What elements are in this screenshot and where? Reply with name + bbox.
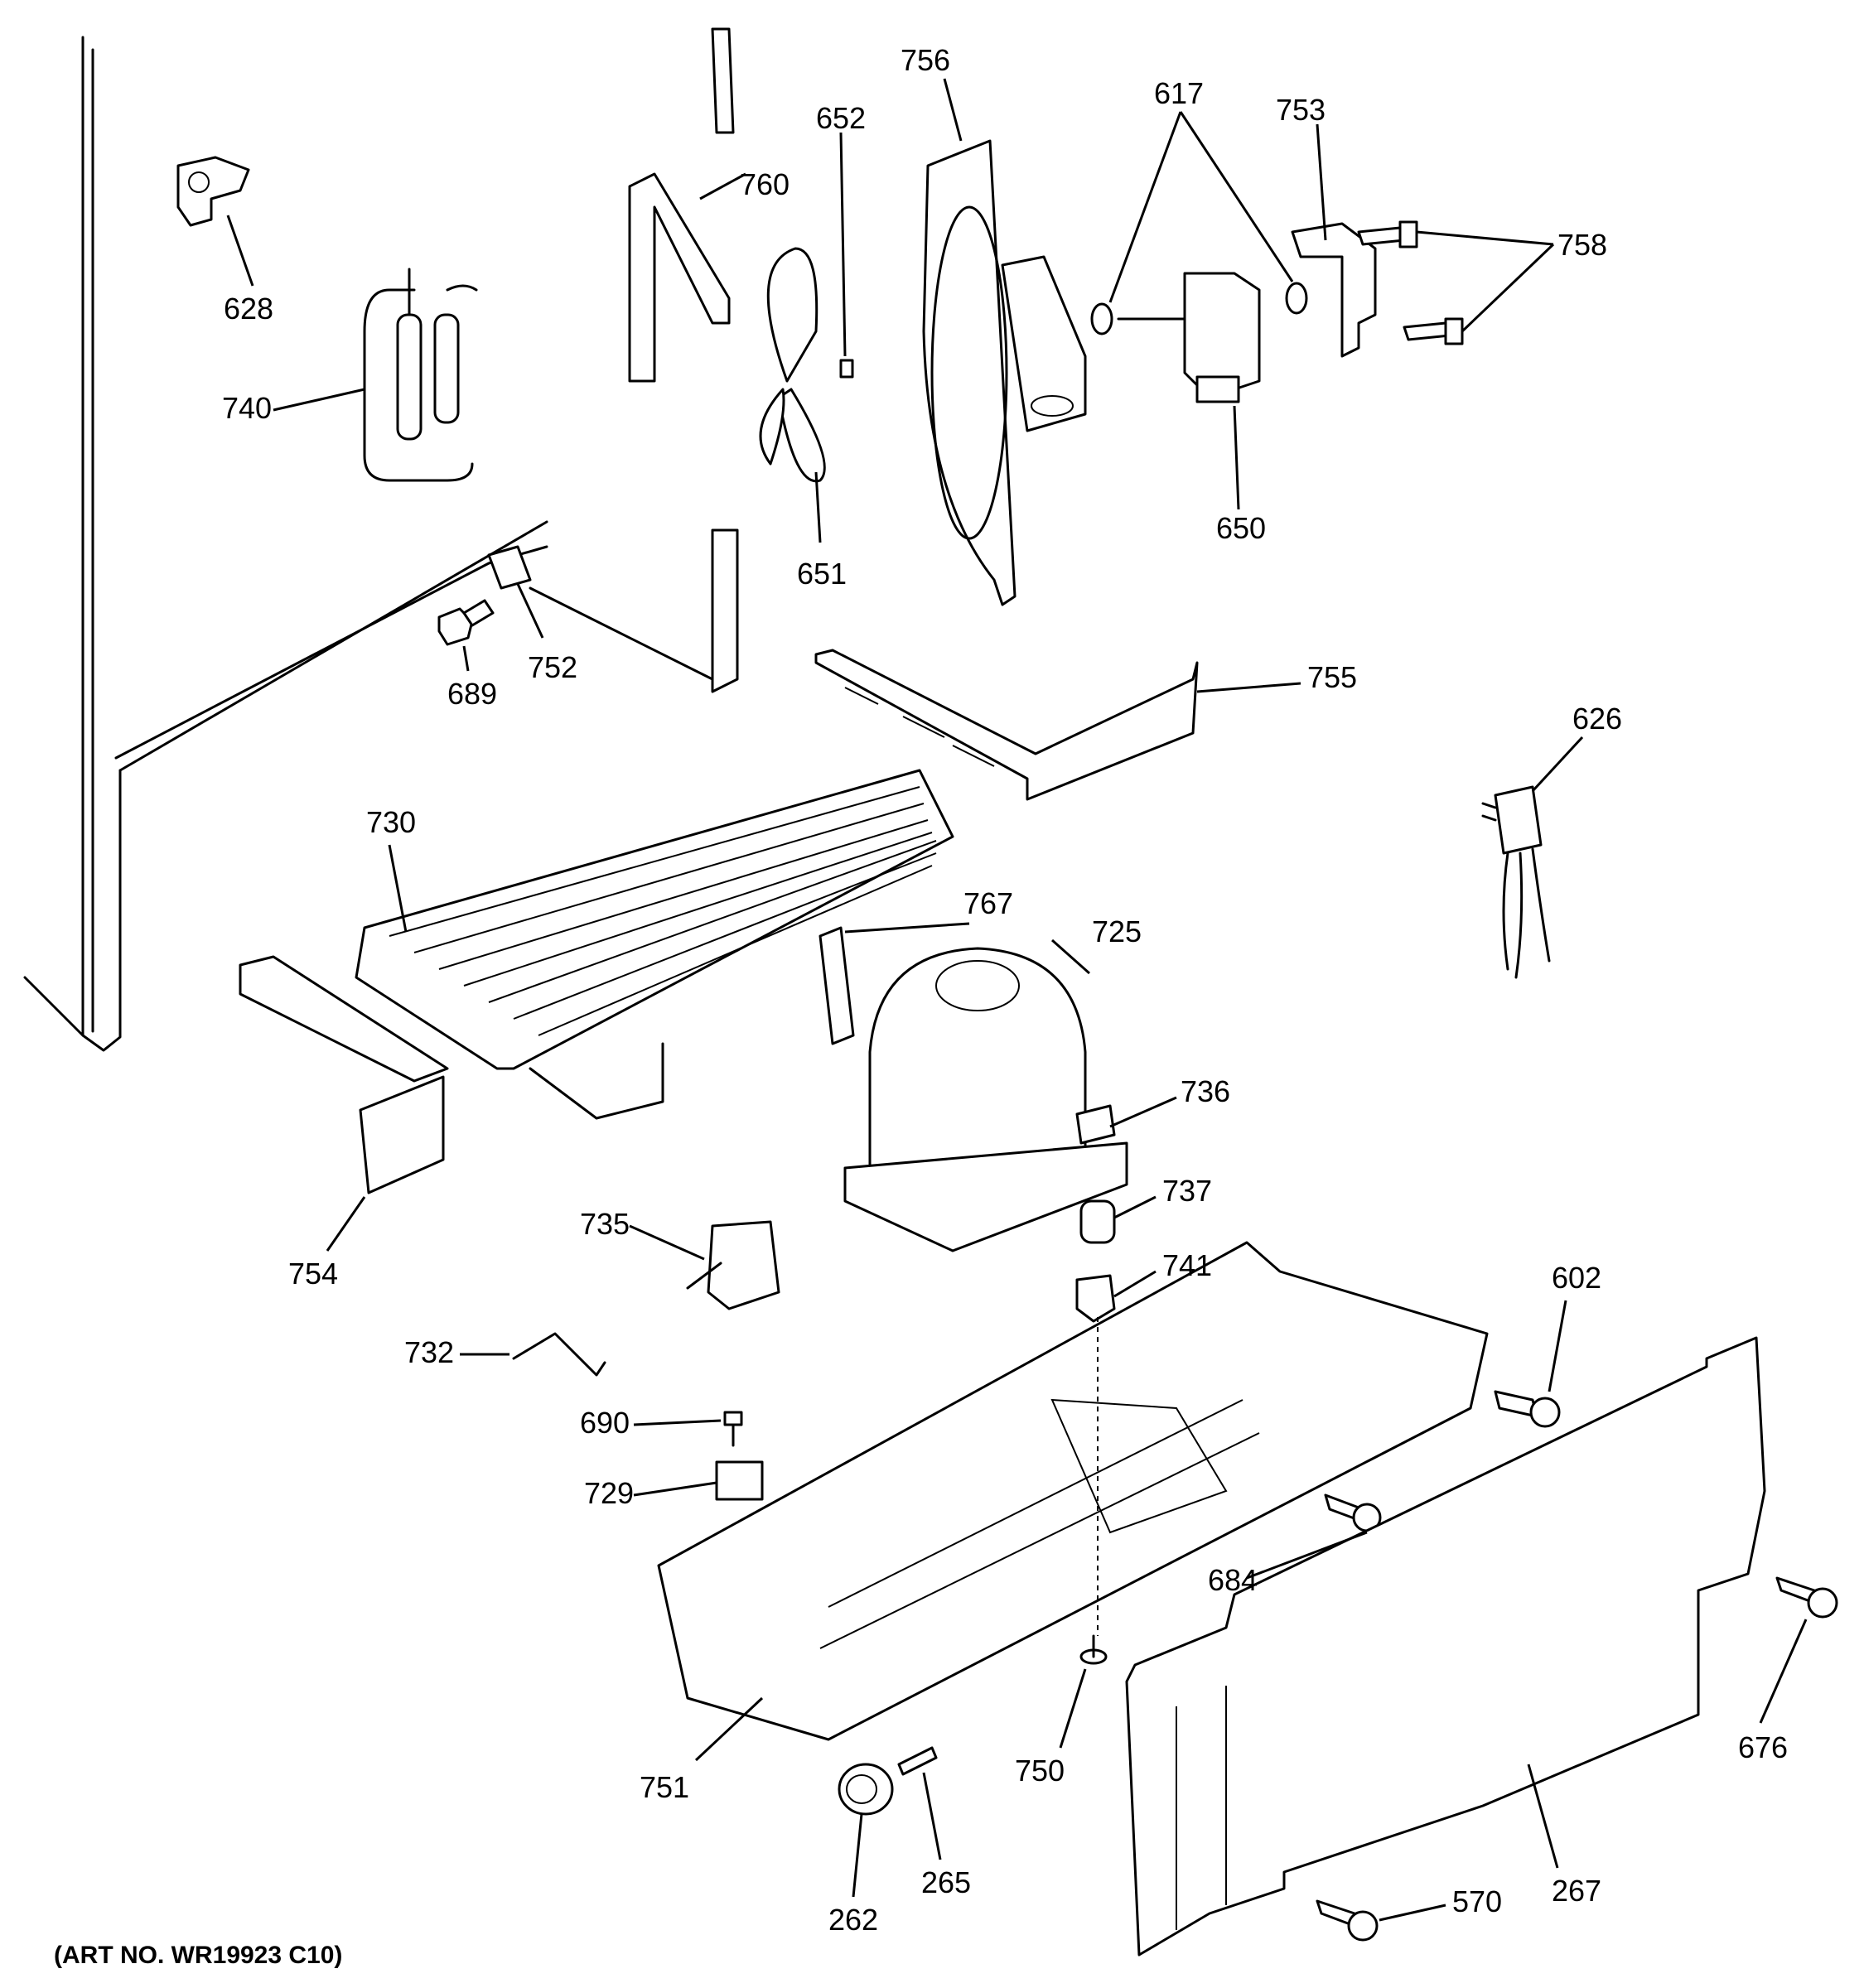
callout-262: 262 xyxy=(828,1903,878,1937)
callout-labels: 628 740 760 652 756 617 753 758 650 651 … xyxy=(54,43,1788,1969)
part-729-capacitor xyxy=(715,1460,764,1501)
part-767-clip xyxy=(819,926,855,1045)
callout-676: 676 xyxy=(1738,1730,1788,1764)
part-737-grommet xyxy=(1079,1199,1116,1244)
part-741-sleeve xyxy=(1075,1274,1116,1323)
part-725-compressor xyxy=(843,947,1128,1252)
callout-736: 736 xyxy=(1181,1074,1230,1108)
part-751-base-pan xyxy=(657,1241,1489,1741)
callout-758: 758 xyxy=(1557,228,1607,262)
part-626-connector xyxy=(1481,785,1551,979)
part-650-fan-motor xyxy=(1117,272,1261,403)
callout-732: 732 xyxy=(404,1335,454,1369)
part-730-condenser xyxy=(355,769,954,1120)
part-690-screw xyxy=(723,1411,743,1447)
cabinet-side-rail xyxy=(23,27,739,1052)
part-732-wire-clip xyxy=(512,1332,606,1377)
callout-689: 689 xyxy=(447,677,497,711)
part-750-foot xyxy=(1079,1634,1108,1665)
part-756-fan-shroud xyxy=(922,139,1087,606)
callout-651: 651 xyxy=(797,557,847,591)
callout-741: 741 xyxy=(1162,1248,1212,1282)
callout-265: 265 xyxy=(921,1865,971,1899)
part-740-drier xyxy=(363,268,478,482)
art-number: (ART NO. WR19923 C10) xyxy=(54,1942,342,1969)
part-676-screw xyxy=(1775,1576,1838,1619)
callout-737: 737 xyxy=(1162,1174,1212,1208)
part-760-bracket xyxy=(628,172,731,383)
callout-652: 652 xyxy=(816,101,866,135)
part-267-grille xyxy=(1125,1336,1766,1957)
callout-725: 725 xyxy=(1092,914,1142,948)
callout-740: 740 xyxy=(222,391,272,425)
part-755-baffle xyxy=(814,649,1199,801)
callout-729: 729 xyxy=(584,1476,634,1510)
callout-267: 267 xyxy=(1552,1874,1601,1908)
part-652-cap xyxy=(839,359,854,379)
part-689-bolt xyxy=(437,599,495,646)
callout-730: 730 xyxy=(366,805,416,839)
part-617-grommets xyxy=(1090,282,1308,335)
callout-767: 767 xyxy=(963,886,1013,920)
part-651-fan-blade xyxy=(759,247,826,483)
part-628-clamp xyxy=(176,156,250,227)
part-752-bracket xyxy=(487,545,532,590)
callout-570: 570 xyxy=(1452,1884,1502,1918)
callout-755: 755 xyxy=(1307,660,1357,694)
callout-753: 753 xyxy=(1276,93,1326,127)
part-758-screws xyxy=(1357,220,1464,345)
callout-754: 754 xyxy=(288,1257,338,1291)
callout-735: 735 xyxy=(580,1207,630,1241)
callout-617: 617 xyxy=(1154,76,1204,110)
part-754-bracket xyxy=(239,955,449,1194)
callout-760: 760 xyxy=(740,167,790,201)
callout-684: 684 xyxy=(1208,1563,1258,1597)
callout-752: 752 xyxy=(528,650,577,684)
callout-628: 628 xyxy=(224,292,273,326)
part-684-screw xyxy=(1324,1493,1382,1532)
part-265-axle xyxy=(897,1746,938,1776)
callout-690: 690 xyxy=(580,1406,630,1440)
part-570-screw xyxy=(1316,1899,1379,1942)
callout-751: 751 xyxy=(640,1770,689,1804)
callout-750: 750 xyxy=(1015,1754,1065,1788)
callout-602: 602 xyxy=(1552,1261,1601,1295)
part-262-roller xyxy=(838,1763,894,1816)
part-602-screw xyxy=(1494,1390,1561,1428)
callout-650: 650 xyxy=(1216,511,1266,545)
leader-lines xyxy=(226,78,1808,1922)
callout-756: 756 xyxy=(901,43,950,77)
part-735-relay xyxy=(686,1220,780,1310)
part-736-clip xyxy=(1075,1104,1116,1145)
callout-626: 626 xyxy=(1572,702,1622,736)
